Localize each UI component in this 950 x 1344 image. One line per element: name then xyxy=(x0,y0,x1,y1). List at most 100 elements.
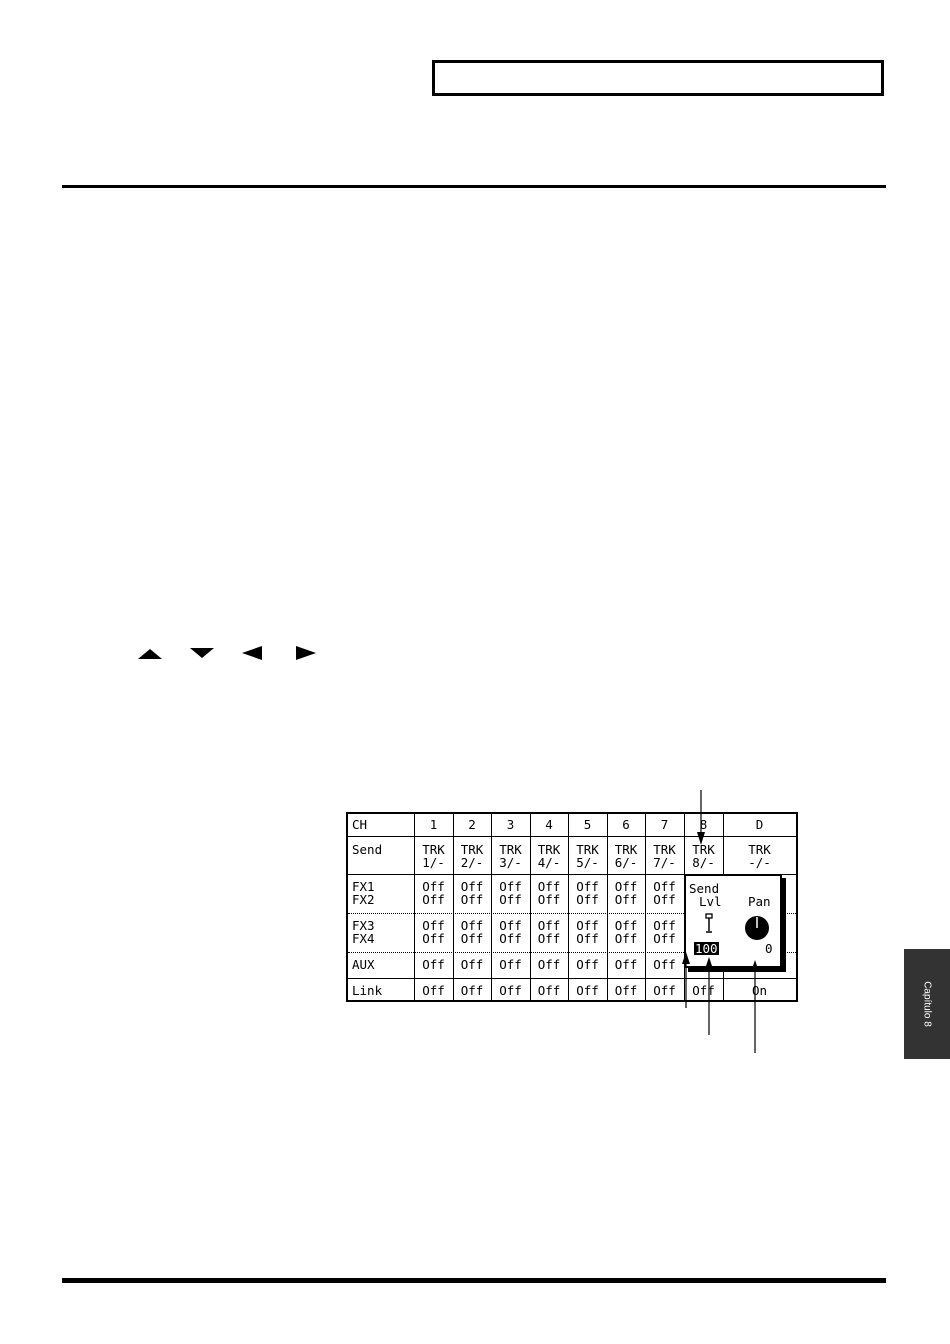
link-switch[interactable]: Off xyxy=(422,983,445,998)
effect-switch[interactable]: Off xyxy=(460,931,484,946)
effect-switch[interactable]: Off xyxy=(460,918,484,933)
link-switch[interactable]: Off xyxy=(653,983,676,998)
channel-number: 1 xyxy=(429,817,438,832)
effect-switch[interactable]: Off xyxy=(460,957,484,972)
effect-switch[interactable]: Off xyxy=(422,892,445,907)
link-switch[interactable]: On xyxy=(751,983,768,998)
effect-switch[interactable]: Off xyxy=(576,931,599,946)
send-assign[interactable]: 6/- xyxy=(614,855,638,870)
send-assign[interactable]: 5/- xyxy=(576,855,599,870)
grid-row-divider xyxy=(348,952,796,953)
effect-switch[interactable]: Off xyxy=(537,879,561,894)
cursor-up-icon xyxy=(138,649,162,659)
effect-switch[interactable]: Off xyxy=(653,892,676,907)
effect-switch[interactable]: Off xyxy=(653,931,676,946)
link-switch[interactable]: Off xyxy=(537,983,561,998)
grid-row-line xyxy=(348,874,796,875)
link-switch[interactable]: Off xyxy=(576,983,599,998)
effect-switch[interactable]: Off xyxy=(537,918,561,933)
send-assign[interactable]: 4/- xyxy=(537,855,561,870)
effect-switch[interactable]: Off xyxy=(653,918,676,933)
pan-value[interactable]: 0 xyxy=(765,941,773,956)
level-fader-icon[interactable] xyxy=(704,913,714,935)
grid-row-line xyxy=(348,836,796,837)
pan-knob-icon[interactable] xyxy=(743,914,771,942)
send-source[interactable]: TRK xyxy=(499,842,522,857)
channel-number: 6 xyxy=(622,817,630,832)
cursor-down-icon xyxy=(190,648,214,658)
channel-number: 5 xyxy=(583,817,592,832)
fx4-row-label: FX4 xyxy=(352,931,375,946)
chapter-tab: Capítulo 8 xyxy=(904,949,950,1059)
effect-switch[interactable]: Off xyxy=(422,918,445,933)
link-switch[interactable]: Off xyxy=(692,983,715,998)
effect-switch[interactable]: Off xyxy=(614,892,638,907)
channel-number: D xyxy=(755,817,764,832)
channel-number: 3 xyxy=(506,817,515,832)
channel-number: 2 xyxy=(468,817,476,832)
channel-number: 4 xyxy=(545,817,553,832)
effect-switch[interactable]: Off xyxy=(537,931,561,946)
ch-header: CH xyxy=(352,817,368,832)
effect-switch[interactable]: Off xyxy=(422,879,445,894)
effect-switch[interactable]: Off xyxy=(499,931,522,946)
effect-switch[interactable]: Off xyxy=(499,957,522,972)
send-source[interactable]: TRK xyxy=(692,842,715,857)
effect-switch[interactable]: Off xyxy=(614,879,638,894)
send-assign[interactable]: 7/- xyxy=(653,855,676,870)
effect-switch[interactable]: Off xyxy=(460,879,484,894)
effect-switch[interactable]: Off xyxy=(422,957,445,972)
level-value[interactable]: 100 xyxy=(694,941,719,956)
effect-switch[interactable]: Off xyxy=(576,892,599,907)
link-switch[interactable]: Off xyxy=(499,983,522,998)
effect-switch[interactable]: Off xyxy=(422,931,445,946)
grid-column-line xyxy=(645,814,646,1000)
send-source[interactable]: TRK xyxy=(576,842,599,857)
grid-column-line xyxy=(414,814,415,1000)
send-source[interactable]: TRK xyxy=(614,842,638,857)
effect-switch[interactable]: Off xyxy=(537,957,561,972)
effect-switch[interactable]: Off xyxy=(614,957,638,972)
grid-column-line xyxy=(607,814,608,1000)
link-switch[interactable]: Off xyxy=(614,983,638,998)
effect-switch[interactable]: Off xyxy=(614,918,638,933)
send-source[interactable]: TRK xyxy=(748,842,771,857)
top-rule xyxy=(62,185,886,188)
effect-switch[interactable]: Off xyxy=(460,892,484,907)
send-assign[interactable]: -/- xyxy=(748,855,771,870)
effect-switch[interactable]: Off xyxy=(614,931,638,946)
grid-column-line xyxy=(453,814,454,1000)
fx3-row-label: FX3 xyxy=(352,918,375,933)
effect-switch[interactable]: Off xyxy=(653,879,676,894)
grid-column-line xyxy=(491,814,492,1000)
cursor-buttons xyxy=(136,644,326,662)
send-assign[interactable]: 3/- xyxy=(499,855,522,870)
popup-pan-label: Pan xyxy=(748,894,771,909)
link-switch[interactable]: Off xyxy=(460,983,484,998)
effect-switch[interactable]: Off xyxy=(576,957,599,972)
effect-switch[interactable]: Off xyxy=(653,957,676,972)
effect-switch[interactable]: Off xyxy=(499,918,522,933)
effect-switch[interactable]: Off xyxy=(537,892,561,907)
effect-switch[interactable]: Off xyxy=(499,879,522,894)
grid-row-divider xyxy=(348,913,796,914)
popup-title: Send xyxy=(689,881,720,896)
send-source[interactable]: TRK xyxy=(653,842,676,857)
send-assign[interactable]: 1/- xyxy=(422,855,445,870)
send-source[interactable]: TRK xyxy=(460,842,484,857)
send-assign[interactable]: 8/- xyxy=(692,855,715,870)
channel-number: 8 xyxy=(699,817,708,832)
send-source[interactable]: TRK xyxy=(422,842,445,857)
send-assign[interactable]: 2/- xyxy=(460,855,484,870)
effect-switch[interactable]: Off xyxy=(576,879,599,894)
grid-row-line xyxy=(348,978,796,979)
send-source[interactable]: TRK xyxy=(537,842,561,857)
effect-switch[interactable]: Off xyxy=(499,892,522,907)
channel-number: 7 xyxy=(660,817,669,832)
header-box xyxy=(432,60,884,96)
send-row-label: Send xyxy=(352,842,383,857)
grid-column-line xyxy=(568,814,569,1000)
effect-switch[interactable]: Off xyxy=(576,918,599,933)
